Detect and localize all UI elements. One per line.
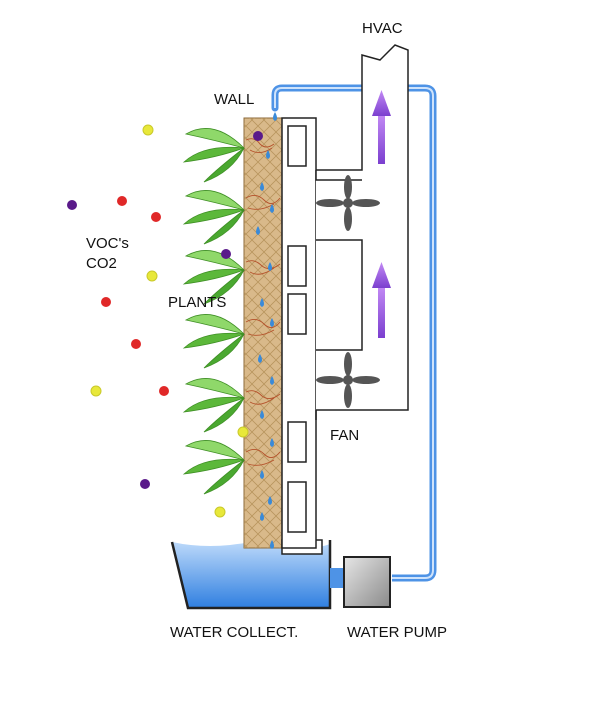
leaf-icon — [182, 378, 246, 433]
water-droplet-icon — [256, 112, 277, 549]
particle-yellow — [214, 506, 226, 518]
leaf-icon — [182, 440, 246, 495]
leaf-icon — [182, 128, 246, 183]
fan-icon — [316, 175, 380, 231]
particle-purple — [67, 200, 77, 210]
particle-yellow — [90, 385, 102, 397]
label-water-pump: WATER PUMP — [347, 624, 447, 641]
particle-purple — [221, 249, 231, 259]
particle-yellow — [146, 270, 158, 282]
label-co2: CO2 — [86, 255, 117, 272]
particle-red — [131, 339, 141, 349]
particle-purple — [140, 479, 150, 489]
label-plants: PLANTS — [168, 294, 226, 311]
label-fan: FAN — [330, 427, 359, 444]
particle-red — [117, 196, 127, 206]
water-collection-basin — [170, 540, 346, 610]
fan-icon — [316, 352, 380, 408]
particle-red — [151, 212, 161, 222]
water-pipe — [271, 84, 437, 582]
particle-yellow — [142, 124, 154, 136]
label-wall: WALL — [214, 91, 254, 108]
particle-red — [101, 297, 111, 307]
living-wall — [243, 112, 283, 549]
label-hvac: HVAC — [362, 20, 403, 37]
particle-purple — [253, 131, 263, 141]
air-particles — [67, 124, 263, 518]
up-arrow-icon — [372, 262, 391, 338]
label-vocs: VOC's — [86, 235, 129, 252]
particle-red — [159, 386, 169, 396]
water-pump-icon — [343, 556, 391, 608]
hvac-duct — [281, 44, 409, 549]
leaf-icon — [182, 314, 246, 369]
leaf-icon — [182, 250, 246, 305]
plants — [182, 128, 246, 495]
up-arrow-icon — [372, 90, 391, 164]
label-water-collect: WATER COLLECT. — [170, 624, 298, 641]
particle-yellow — [237, 426, 249, 438]
leaf-icon — [182, 190, 246, 245]
